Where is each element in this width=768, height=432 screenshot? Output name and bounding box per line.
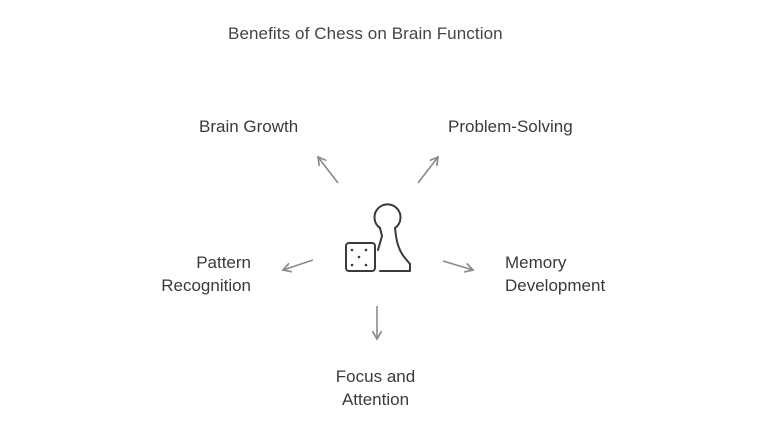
- label-line: Problem-Solving: [448, 117, 573, 136]
- arrow-pattern-recognition: [281, 259, 314, 273]
- arrow-brain-growth: [316, 155, 339, 184]
- label-pattern-recognition: Pattern Recognition: [140, 251, 251, 297]
- pawn-icon: [373, 203, 411, 272]
- label-problem-solving: Problem-Solving: [448, 115, 573, 138]
- dice-icon: [345, 242, 376, 272]
- label-focus-and-attention: Focus and Attention: [318, 365, 433, 411]
- arrow-memory-development: [442, 260, 475, 273]
- label-line: Brain Growth: [199, 117, 299, 136]
- label-line: Focus and: [335, 367, 416, 386]
- label-memory-development: Memory Development: [505, 251, 605, 297]
- label-brain-growth: Brain Growth: [199, 115, 298, 138]
- label-line: Development: [505, 276, 606, 295]
- chess-pawn-and-dice-icon: [345, 203, 411, 272]
- label-line: Pattern: [196, 253, 251, 272]
- diagram-title: Benefits of Chess on Brain Function: [228, 24, 503, 43]
- label-line: Attention: [341, 390, 410, 409]
- label-line: Memory: [505, 253, 567, 272]
- label-line: Recognition: [161, 276, 251, 295]
- arrow-problem-solving: [417, 155, 440, 184]
